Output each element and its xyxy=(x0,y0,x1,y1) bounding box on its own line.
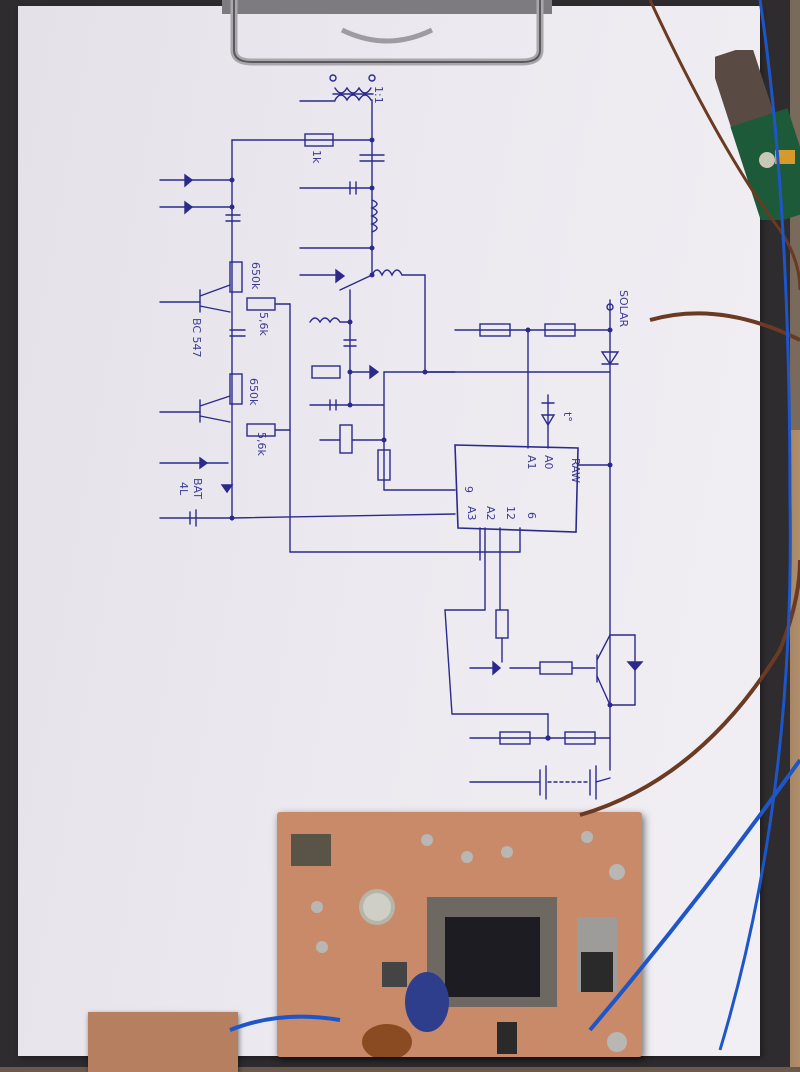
label-battery-voltage: 4L xyxy=(177,482,190,496)
label-pin-6: 6 xyxy=(525,512,538,519)
label-resistor-1k: 1k xyxy=(310,150,323,164)
label-pin-raw: RAW xyxy=(569,458,582,483)
label-resistor-56k-a: 5,6k xyxy=(257,312,270,336)
label-solar: SOLAR xyxy=(617,290,630,328)
label-resistor-650k-b: 650k xyxy=(247,378,260,406)
label-transformer-ratio: 1:1 xyxy=(372,86,385,104)
label-temp-sensor: t° xyxy=(561,412,574,422)
label-pin-a2: A2 xyxy=(484,506,497,521)
pcb-components xyxy=(291,831,627,1060)
clipboard-clip xyxy=(222,0,552,66)
label-pin-a0: A0 xyxy=(542,455,555,470)
label-resistor-650k-a: 650k xyxy=(249,262,262,290)
label-pin-9: 9 xyxy=(462,486,475,493)
small-pcb xyxy=(88,1012,238,1072)
label-battery: BAT xyxy=(191,478,204,499)
label-pin-a1: A1 xyxy=(525,455,538,470)
label-transistor-bc547: BC 547 xyxy=(190,318,203,358)
transformer-symbol xyxy=(299,74,376,102)
label-resistor-56k-b: 5,6k xyxy=(255,432,268,456)
label-pin-a3: A3 xyxy=(465,506,478,521)
main-pcb xyxy=(277,812,642,1060)
label-pin-12: 12 xyxy=(504,506,517,520)
